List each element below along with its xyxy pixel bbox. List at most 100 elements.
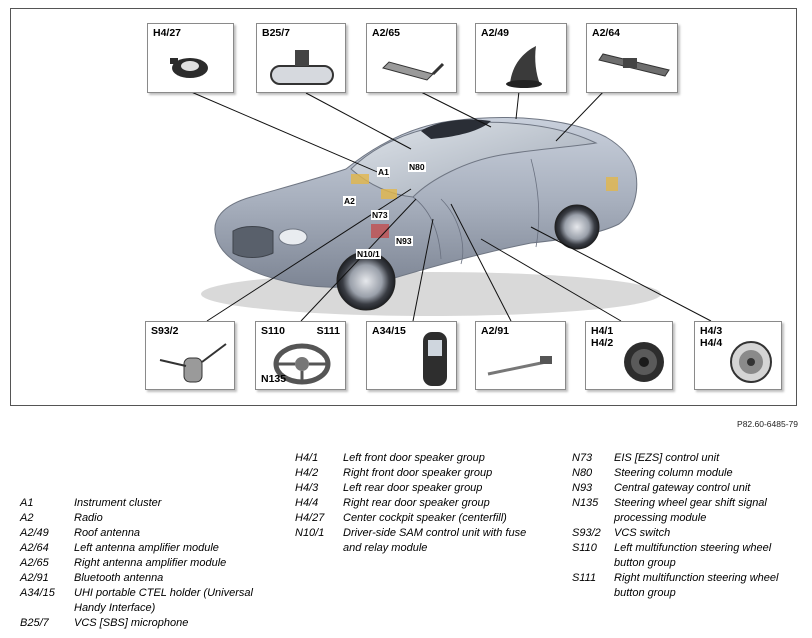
roof-antenna-icon — [506, 46, 542, 88]
legend-code: S93/2 — [572, 527, 601, 539]
car-label-a2: A2 — [343, 196, 356, 206]
callout-label: A34/15 — [372, 325, 406, 337]
legend-description: Instrument cluster — [74, 497, 162, 509]
door-speaker-icon — [730, 341, 772, 383]
module-highlight-a2 — [381, 189, 397, 199]
car-label-n10-1: N10/1 — [356, 249, 381, 259]
callout-label-s111: S111 — [316, 325, 340, 337]
legend-row: H4/27 Center cockpit speaker (centerfill) — [295, 511, 545, 526]
figure-reference: P82.60-6485-79 — [737, 419, 798, 429]
legend-code: H4/3 — [295, 482, 319, 494]
component-location-diagram: A1 A2 N80 N73 N93 N10/1 H4/27 B25/7 A2/6… — [10, 8, 797, 406]
legend-code: N135 — [572, 497, 599, 509]
mirror-microphone-icon — [270, 50, 334, 85]
car-headlight — [278, 228, 308, 246]
callout-label: H4/27 — [153, 27, 182, 39]
callout-label-h4-1: H4/1 — [591, 325, 614, 337]
front-wheel — [336, 251, 396, 311]
callout-label: B25/7 — [262, 27, 291, 39]
module-highlight-rear — [606, 177, 618, 191]
legend-code: A2/49 — [20, 527, 49, 539]
legend-row: H4/3 Left rear door speaker group — [295, 481, 545, 496]
car-sunroof — [421, 119, 491, 139]
legend-description: Bluetooth antenna — [74, 572, 164, 584]
callout-b25-7: B25/7 — [256, 23, 346, 93]
legend-code: H4/1 — [295, 452, 319, 464]
legend-row: A2/49 Roof antenna — [20, 526, 270, 541]
legend-description: Right multifunction steering wheel butto… — [614, 572, 779, 599]
callout-a2-64: A2/64 — [586, 23, 678, 93]
phone-holder-icon — [423, 332, 447, 386]
legend-code: N93 — [572, 482, 593, 494]
legend-description: Right rear door speaker group — [343, 497, 490, 509]
callout-s93-2: S93/2 — [145, 321, 235, 390]
legend-row: H4/4 Right rear door speaker group — [295, 496, 545, 511]
car-label-a1: A1 — [377, 167, 390, 177]
legend-description: UHI portable CTEL holder (Universal Hand… — [74, 587, 253, 614]
callout-label: A2/64 — [592, 27, 621, 39]
legend-code: H4/27 — [295, 512, 325, 524]
car-label-n80: N80 — [408, 162, 426, 172]
callout-h4-27: H4/27 — [147, 23, 234, 93]
rear-wheel — [554, 204, 600, 250]
antenna-amplifier-icon — [598, 53, 670, 77]
module-highlight-a1 — [351, 174, 369, 184]
legend-code: N73 — [572, 452, 593, 464]
legend-code: A2/91 — [20, 572, 49, 584]
legend-code: A2/65 — [20, 557, 49, 569]
legend-description: EIS [EZS] control unit — [614, 452, 720, 464]
callout-rear-door-speakers: H4/3 H4/4 — [694, 321, 782, 390]
bluetooth-antenna-icon — [487, 356, 552, 376]
callout-steering-wheel: S110 S111 N135 — [255, 321, 346, 390]
legend-description: Driver-side SAM control unit with fuse a… — [343, 527, 527, 554]
legend-description: Left rear door speaker group — [343, 482, 483, 494]
callout-a2-65: A2/65 — [366, 23, 457, 93]
callout-a2-49: A2/49 — [475, 23, 567, 93]
callout-label: A2/65 — [372, 27, 401, 39]
legend-code: A2/64 — [20, 542, 49, 554]
legend-description: Steering column module — [614, 467, 733, 479]
legend-code: N10/1 — [295, 527, 325, 539]
legend-description: Center cockpit speaker (centerfill) — [343, 512, 507, 524]
legend-description: Roof antenna — [74, 527, 141, 539]
callout-label-h4-3: H4/3 — [700, 325, 723, 337]
callout-label-h4-4: H4/4 — [700, 337, 723, 349]
car-label-n73: N73 — [371, 210, 389, 220]
legend-row: N10/1 Driver-side SAM control unit with f… — [295, 526, 545, 556]
legend-description: Radio — [74, 512, 103, 524]
legend-description: Left multifunction steering wheel button… — [614, 542, 772, 569]
legend-description: Left antenna amplifier module — [74, 542, 219, 554]
leader-lines — [188, 86, 712, 322]
legend-description: VCS switch — [614, 527, 671, 539]
legend-code: H4/2 — [295, 467, 319, 479]
legend-row: A2/65 Right antenna amplifier module — [20, 556, 270, 571]
legend-row: A1 Instrument cluster — [20, 496, 270, 511]
antenna-amplifier-icon — [382, 61, 445, 81]
car-label-n93: N93 — [395, 236, 413, 246]
legend-code: H4/4 — [295, 497, 319, 509]
car-grille — [232, 226, 274, 258]
callout-a2-91: A2/91 — [475, 321, 566, 390]
steering-wheel-icon — [273, 343, 331, 385]
callout-label: S93/2 — [151, 325, 179, 337]
legend-description: Right antenna amplifier module — [74, 557, 227, 569]
callout-label: A2/91 — [481, 325, 510, 337]
center-speaker-icon — [170, 58, 208, 78]
legend-row: A2/64 Left antenna amplifier module — [20, 541, 270, 556]
callout-label-h4-2: H4/2 — [591, 337, 614, 349]
legend-code: B25/7 — [20, 617, 49, 629]
car-illustration — [188, 86, 712, 322]
legend-code: A34/15 — [20, 587, 55, 599]
legend-row: A2/91 Bluetooth antenna — [20, 571, 270, 586]
callout-label-n135: N135 — [261, 373, 287, 385]
legend-code: A1 — [20, 497, 34, 509]
